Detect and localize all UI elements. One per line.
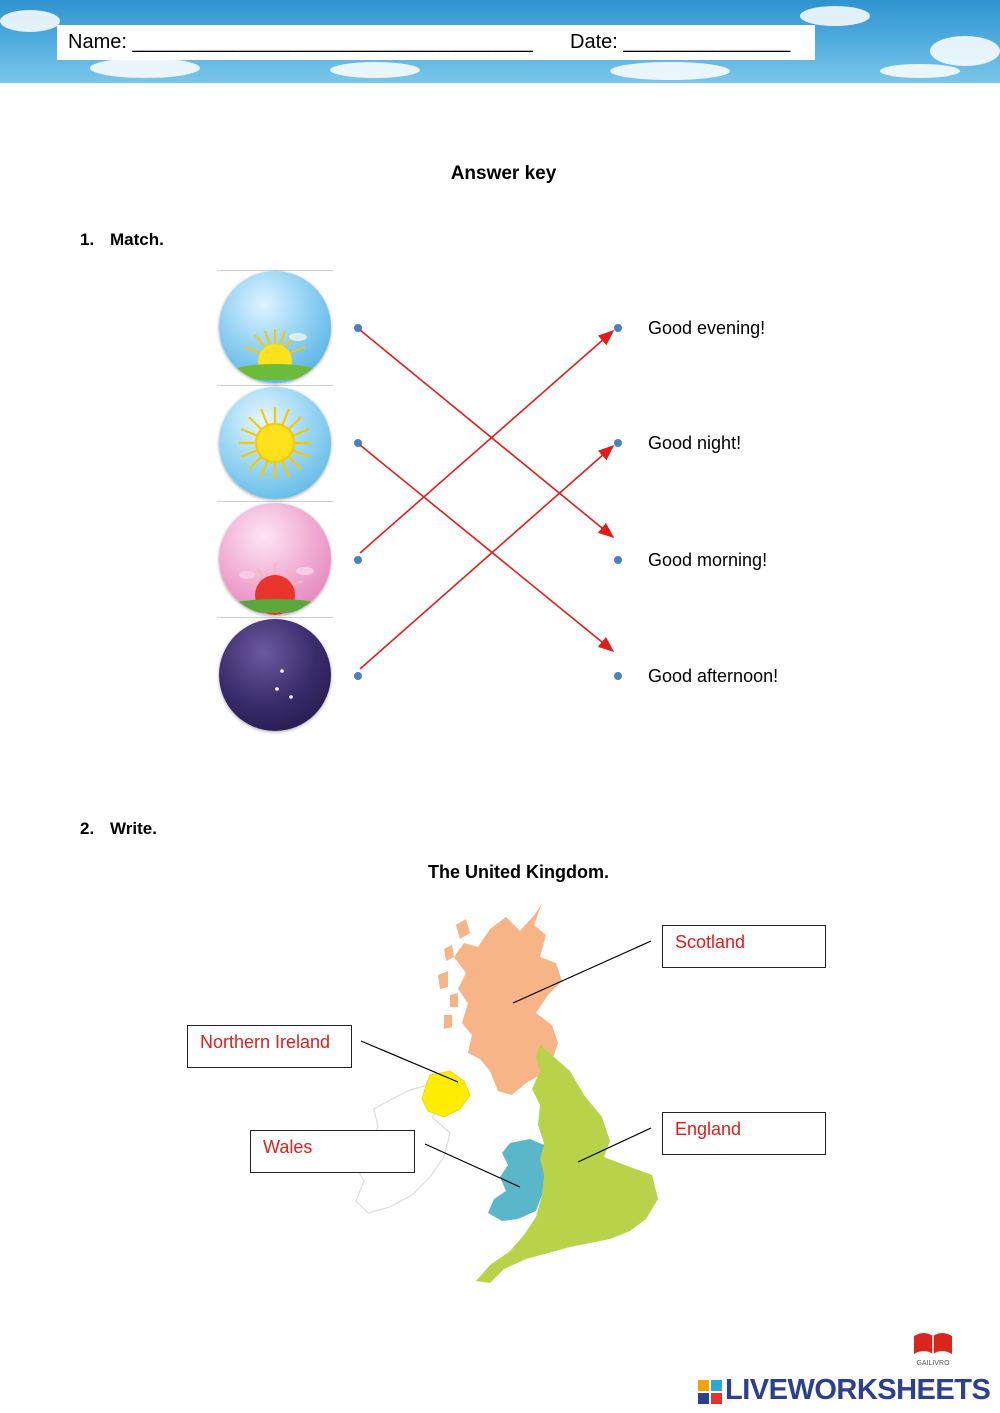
label-england[interactable]: England — [662, 1112, 826, 1155]
divider — [217, 385, 333, 386]
divider — [217, 270, 333, 271]
match-dot-left-2[interactable] — [354, 439, 362, 447]
date-field[interactable]: Date: _______________ — [570, 31, 791, 53]
liveworksheets-badge-icon — [698, 1380, 722, 1404]
answer-line — [359, 329, 615, 539]
sunset-icon — [219, 503, 331, 615]
match-dot-right-1[interactable] — [614, 324, 622, 332]
match-dot-right-3[interactable] — [614, 556, 622, 564]
match-dot-right-2[interactable] — [614, 439, 622, 447]
greeting-option: Good afternoon! — [648, 666, 779, 686]
section-1-number: 1. — [80, 230, 95, 249]
sun-icon — [219, 387, 331, 499]
publisher-name: GAILIVRO — [916, 1360, 950, 1367]
greeting-option: Good night! — [648, 433, 742, 453]
page-title: Answer key — [450, 163, 557, 184]
section-1-title: Match. — [110, 230, 164, 249]
divider — [217, 617, 333, 618]
divider — [217, 501, 333, 502]
answer-line — [359, 444, 615, 653]
match-answer-lines — [359, 329, 615, 670]
label-scotland[interactable]: Scotland — [662, 925, 826, 968]
match-dot-right-4[interactable] — [614, 672, 622, 680]
scotland-shape[interactable] — [454, 903, 562, 1095]
name-field[interactable]: Name: __________________________________… — [68, 31, 533, 53]
england-shape[interactable] — [476, 1045, 658, 1283]
match-dot-left-4[interactable] — [354, 672, 362, 680]
publisher-logo: GAILIVRO — [912, 1330, 954, 1367]
name-date-bar: Name: __________________________________… — [57, 25, 815, 60]
match-dot-left-3[interactable] — [354, 556, 362, 564]
label-pointer-lines — [360, 940, 652, 1188]
moon-icon — [219, 619, 331, 731]
section-2-title: Write. — [110, 819, 157, 838]
sunrise-icon — [219, 271, 331, 383]
label-wales[interactable]: Wales — [250, 1130, 415, 1173]
scottish-islands — [438, 919, 470, 1029]
wales-shape[interactable] — [488, 1139, 544, 1221]
northern-ireland-shape[interactable] — [421, 1070, 471, 1118]
liveworksheets-brand[interactable]: LIVEWORKSHEETS — [725, 1374, 991, 1406]
match-dot-left-1[interactable] — [354, 324, 362, 332]
greeting-option: Good morning! — [648, 550, 768, 570]
answer-line — [359, 329, 615, 554]
answer-line — [359, 444, 615, 670]
section-2-number: 2. — [80, 819, 95, 838]
map-title: The United Kingdom. — [428, 862, 609, 882]
greeting-option: Good evening! — [648, 318, 766, 338]
label-northern-ireland[interactable]: Northern Ireland — [187, 1025, 352, 1068]
